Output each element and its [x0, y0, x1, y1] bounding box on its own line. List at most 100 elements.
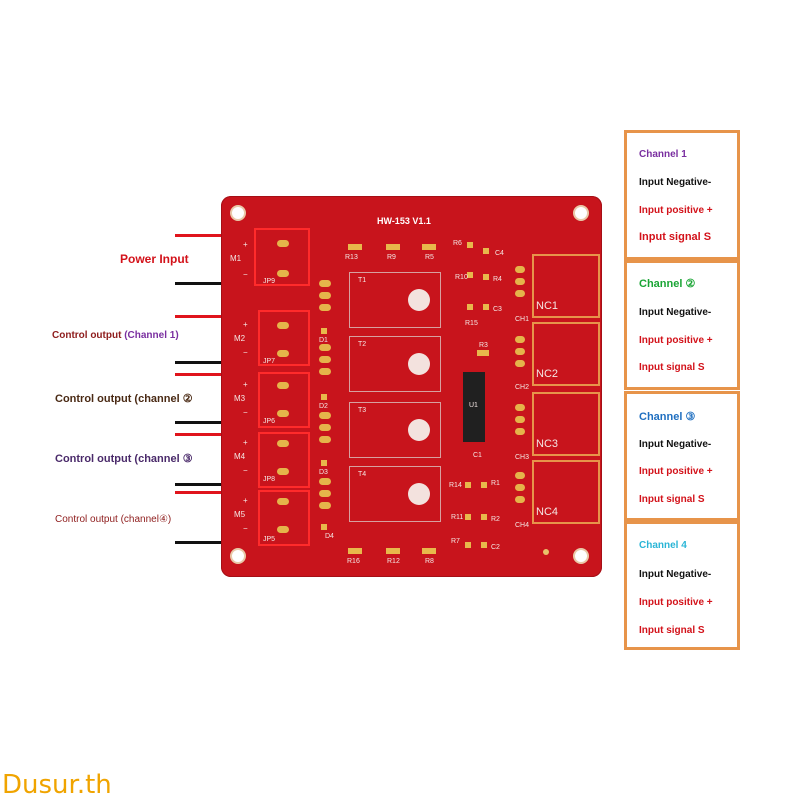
transistor-pad — [319, 424, 331, 431]
relay-label: NC1 — [536, 300, 559, 312]
resistor-pad — [422, 244, 436, 250]
transistor-pad — [319, 280, 331, 287]
relay-pad — [515, 428, 525, 435]
transistor-pad — [319, 502, 331, 509]
relay-label: NC3 — [536, 438, 559, 450]
mounting-hole — [573, 205, 589, 221]
channel-4-positive: Input positive + — [639, 597, 713, 608]
resistor-label: R4 — [493, 276, 502, 283]
channel-1-negative: Input Negative- — [639, 177, 712, 188]
plus-mark: + — [243, 240, 248, 249]
mosfet-t3: T3 — [349, 402, 441, 458]
channel-3-title: Channel ③ — [639, 411, 696, 423]
diode-pad — [321, 524, 327, 530]
minus-mark: − — [243, 270, 248, 279]
mosfet-label: T4 — [358, 471, 367, 478]
relay-connector-ch1: NC1 — [532, 254, 600, 318]
terminal-block-m4 — [258, 432, 310, 488]
resistor-label: R5 — [425, 254, 434, 261]
control-output-ch1-suffix: (Channel 1) — [124, 330, 179, 341]
plus-mark: + — [243, 496, 248, 505]
channel-3-negative: Input Negative- — [639, 439, 712, 450]
smd-pad — [465, 482, 471, 488]
relay-pad — [515, 266, 525, 273]
mosfet-mounting-hole — [408, 483, 430, 505]
resistor-label: R11 — [451, 514, 464, 521]
transistor-pad — [319, 344, 331, 351]
channel-4-title: Channel 4 — [639, 540, 687, 551]
mosfet-mounting-hole — [408, 353, 430, 375]
channel-1-title: Channel 1 — [639, 149, 687, 160]
resistor-pad — [348, 244, 362, 250]
channel-2-positive: Input positive + — [639, 335, 713, 346]
resistor-pad — [348, 548, 362, 554]
transistor-pad — [319, 412, 331, 419]
terminal-block-m5 — [258, 490, 310, 546]
relay-pad — [515, 336, 525, 343]
smd-pad — [467, 304, 473, 310]
mosfet-label: T1 — [358, 277, 367, 284]
jp-label: JP9 — [263, 278, 276, 285]
jp-label: JP5 — [263, 536, 276, 543]
resistor-label: R9 — [387, 254, 396, 261]
channel-1-positive: Input positive + — [639, 205, 713, 216]
plus-mark: + — [243, 438, 248, 447]
channel-2-title: Channel ② — [639, 278, 696, 290]
pcb-board: HW-153 V1.1 M1 M2 M3 M4 M5 + − + − + − +… — [221, 196, 602, 577]
mounting-hole — [573, 548, 589, 564]
smd-pad — [477, 350, 489, 356]
ic-chip: U1 — [463, 372, 485, 442]
diode-pad — [321, 328, 327, 334]
channel-2-signal: Input signal S — [639, 362, 705, 373]
smd-pad — [481, 482, 487, 488]
relay-connector-ch3: NC3 — [532, 392, 600, 456]
channel-2-box: Channel ② Input Negative- Input positive… — [624, 260, 740, 390]
smd-pad — [481, 514, 487, 520]
minus-mark: − — [243, 408, 248, 417]
smd-pad — [483, 248, 489, 254]
control-output-ch4-label: Control output (channel④) — [55, 514, 172, 525]
jp-label: JP6 — [263, 418, 276, 425]
channel-label: CH2 — [515, 384, 530, 391]
resistor-label: R6 — [453, 240, 462, 247]
mosfet-t2: T2 — [349, 336, 441, 392]
transistor-pad — [319, 292, 331, 299]
resistor-label: R2 — [491, 516, 500, 523]
channel-label: CH1 — [515, 316, 530, 323]
terminal-pad — [277, 498, 289, 505]
mosfet-label: T2 — [358, 341, 367, 348]
cap-label: C4 — [495, 250, 504, 257]
diode-label: D3 — [319, 469, 328, 476]
terminal-pad — [277, 468, 289, 475]
relay-pad — [515, 416, 525, 423]
minus-mark: − — [243, 524, 248, 533]
module-label: M4 — [234, 452, 246, 461]
terminal-pad — [277, 410, 289, 417]
channel-1-signal: Input signal S — [639, 231, 712, 243]
terminal-pad — [277, 322, 289, 329]
mounting-hole — [230, 205, 246, 221]
ic-label: U1 — [469, 402, 478, 409]
diode-pad — [321, 394, 327, 400]
resistor-label: R16 — [347, 558, 360, 565]
resistor-label: R12 — [387, 558, 400, 565]
cap-label: C2 — [491, 544, 500, 551]
channel-3-signal: Input signal S — [639, 494, 705, 505]
jp-label: JP7 — [263, 358, 276, 365]
relay-connector-ch4: NC4 — [532, 460, 600, 524]
smd-pad — [483, 274, 489, 280]
mosfet-mounting-hole — [408, 289, 430, 311]
transistor-pad — [319, 304, 331, 311]
channel-3-box: Channel ③ Input Negative- Input positive… — [624, 391, 740, 521]
channel-4-box: Channel 4 Input Negative- Input positive… — [624, 521, 740, 650]
jp-label: JP8 — [263, 476, 276, 483]
mosfet-label: T3 — [358, 407, 367, 414]
terminal-block-m2 — [258, 310, 310, 366]
resistor-pad — [422, 548, 436, 554]
cap-label: C3 — [493, 306, 502, 313]
minus-mark: − — [243, 348, 248, 357]
terminal-block-m3 — [258, 372, 310, 428]
resistor-label: R1 — [491, 480, 500, 487]
plus-mark: + — [243, 320, 248, 329]
channel-4-negative: Input Negative- — [639, 569, 712, 580]
